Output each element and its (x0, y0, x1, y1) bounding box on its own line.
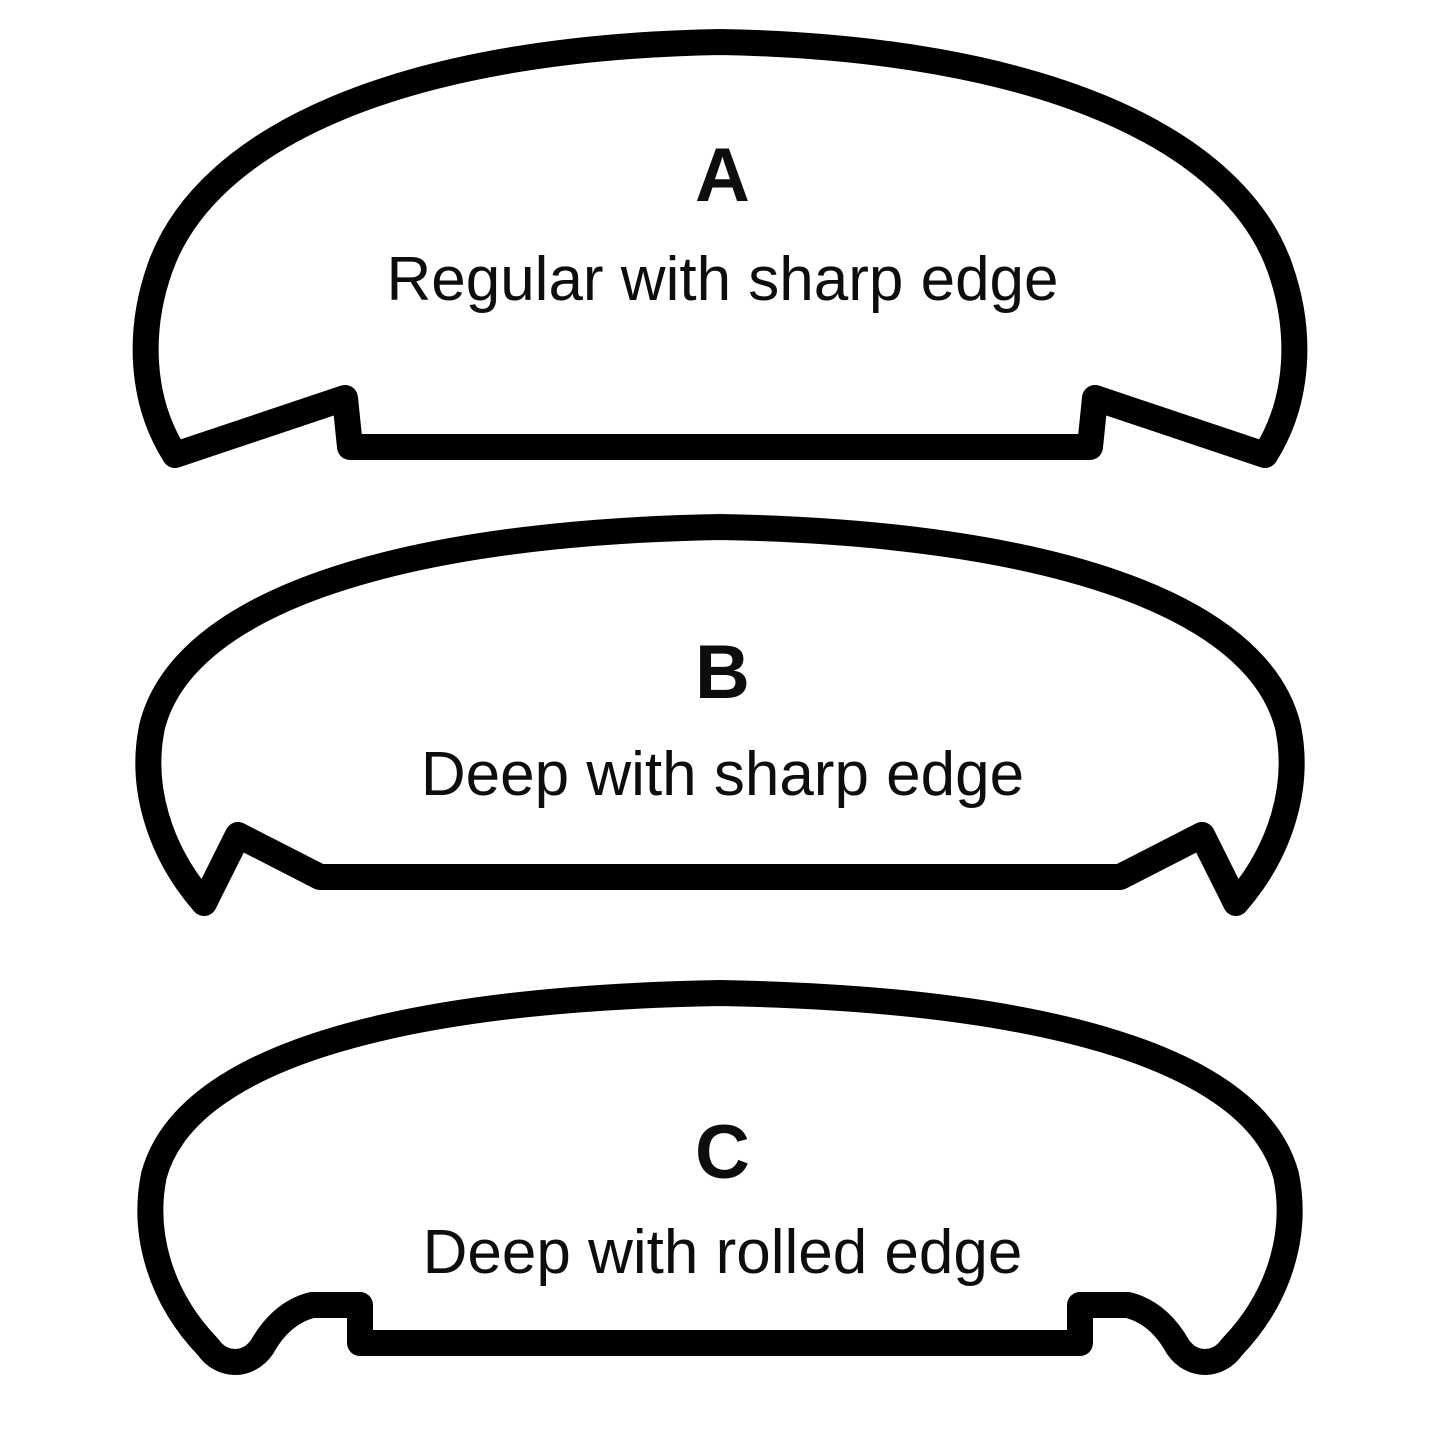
profile-shape-b (0, 505, 1445, 975)
profile-shape-c (0, 975, 1445, 1415)
shape-a-outline (132, 29, 1308, 468)
shape-c-outline (137, 980, 1303, 1375)
profile-shape-a (0, 0, 1445, 500)
shape-b-outline (135, 514, 1305, 916)
